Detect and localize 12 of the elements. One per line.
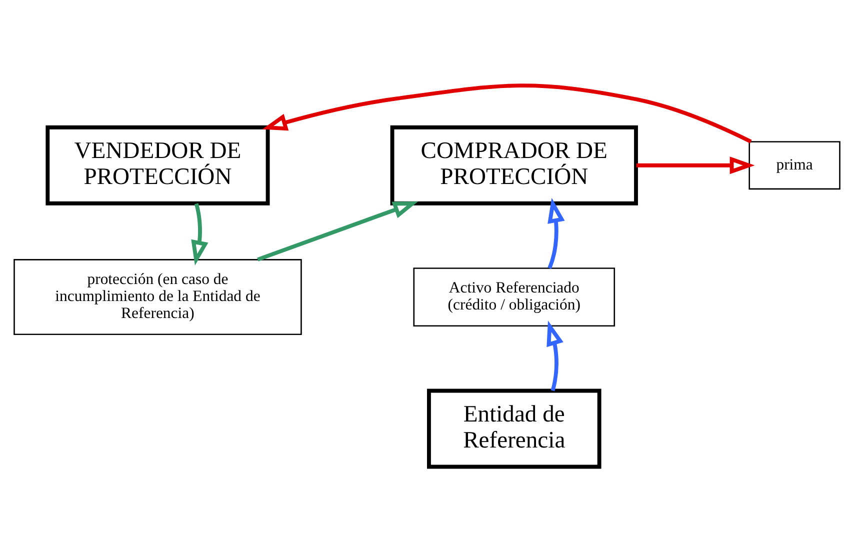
node-box: COMPRADOR DE PROTECCIÓN — [390, 125, 638, 206]
arrow — [190, 203, 208, 266]
arrow — [546, 320, 563, 392]
node-box: protección (en caso de incumplimiento de la Entidad de Referencia) — [13, 259, 302, 336]
node-box: prima — [748, 141, 840, 190]
node-box: VENDEDOR DE PROTECCIÓN — [45, 125, 270, 206]
arrow — [547, 198, 564, 269]
arrow — [256, 201, 418, 262]
node-box: Activo Referenciado (crédito / obligación) — [412, 268, 615, 327]
node-box: Entidad de Referencia — [426, 388, 601, 469]
arrow — [262, 84, 752, 144]
arrow — [636, 156, 754, 174]
